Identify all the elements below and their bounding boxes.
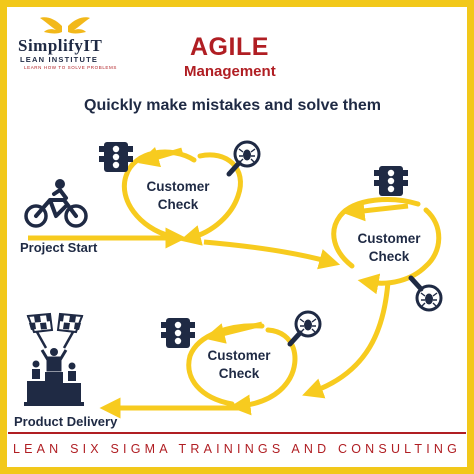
traffic-light-icon: [161, 318, 195, 348]
logo-name: SimplifyIT: [18, 36, 103, 55]
traffic-light-icon: [374, 166, 408, 196]
node-label-line2: Check: [157, 197, 199, 212]
podium-icon: [24, 348, 84, 406]
checkered-flags-icon: [26, 312, 84, 349]
cyclist-icon: [24, 179, 88, 228]
arrow-check2-to-check3: [302, 281, 391, 399]
customer-check-loop-3: [186, 321, 298, 416]
node-label-line1: Customer: [207, 348, 271, 363]
product-delivery-label: Product Delivery: [14, 414, 118, 429]
tagline: Quickly make mistakes and solve them: [84, 97, 382, 114]
project-start-label: Project Start: [20, 240, 98, 255]
customer-check-label-3: Customer Check: [194, 347, 284, 383]
traffic-light-icon: [99, 142, 133, 172]
wings-icon: [40, 17, 90, 34]
node-label-line2: Check: [368, 249, 410, 264]
bug-magnifier-icon: [408, 275, 443, 312]
footer-text: LEAN SIX SIGMA TRAININGS AND CONSULTING: [12, 442, 462, 456]
customer-check-label-2: Customer Check: [344, 230, 434, 266]
node-label-line2: Check: [218, 366, 260, 381]
logo-subtitle: LEAN INSTITUTE: [20, 55, 99, 64]
bug-magnifier-icon: [287, 310, 322, 347]
page-subtitle: Management: [184, 63, 276, 80]
customer-check-loop-1: [121, 146, 243, 246]
customer-check-label-1: Customer Check: [133, 178, 223, 214]
page-title: AGILE: [190, 33, 269, 61]
logo-tagline: LEARN HOW TO SOLVE PROBLEMS: [24, 65, 117, 70]
bug-magnifier-icon: [226, 140, 261, 177]
arrow-check1-to-check2: [203, 239, 341, 270]
node-label-line1: Customer: [146, 179, 210, 194]
logo: SimplifyIT LEAN INSTITUTE LEARN HOW TO S…: [12, 12, 152, 74]
footer-divider: [8, 432, 466, 434]
node-label-line1: Customer: [357, 231, 421, 246]
